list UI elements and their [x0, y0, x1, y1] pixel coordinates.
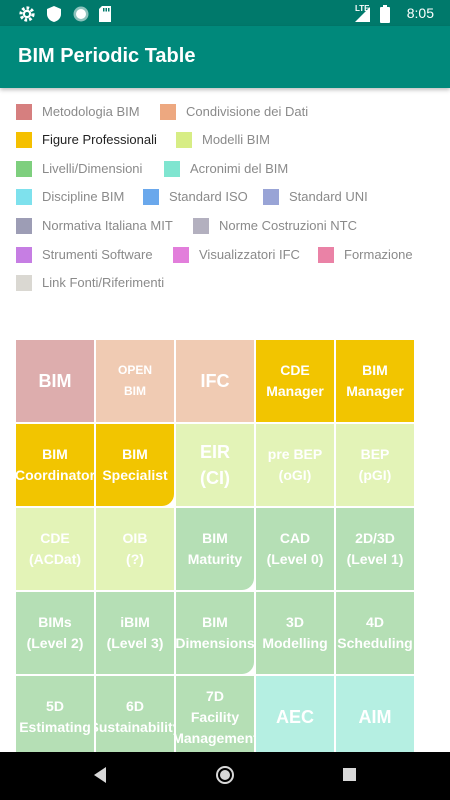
legend-label: Condivisione dei Dati [186, 104, 309, 119]
legend-swatch [263, 189, 279, 205]
element-cell-label: 4D Scheduling [337, 614, 413, 651]
element-cell[interactable]: OIB (?) [96, 508, 174, 590]
battery-icon [380, 5, 390, 23]
element-cell-label: BIM Specialist [102, 446, 168, 483]
signal-icon [355, 7, 370, 22]
legend-label: Standard UNI [289, 189, 368, 204]
element-cell-label: iBIM (Level 3) [106, 614, 164, 651]
element-cell-label: 7D Facility Management [176, 687, 254, 746]
element-cell-label: EIR (CI) [199, 442, 230, 488]
legend-label: Normativa Italiana MIT [42, 218, 173, 233]
legend-swatch [164, 161, 180, 177]
element-cell[interactable]: IFC [176, 340, 254, 422]
legend-label: Modelli BIM [202, 132, 270, 147]
recents-icon[interactable] [342, 767, 357, 782]
element-cell[interactable]: BIM Coordinator [16, 424, 94, 506]
element-cell-label: 2D/3D (Level 1) [346, 530, 404, 567]
legend-label: Livelli/Dimensioni [42, 161, 143, 176]
element-cell[interactable]: 3D Modelling [256, 592, 334, 674]
legend-swatch [16, 189, 32, 205]
legend-label: Metodologia BIM [42, 104, 140, 119]
legend-swatch [16, 218, 32, 234]
element-cell-label: BIMs (Level 2) [26, 614, 84, 651]
element-cell[interactable]: CDE (ACDat) [16, 508, 94, 590]
settings-gear-icon [19, 6, 35, 22]
legend-label: Figure Professionali [42, 132, 157, 147]
sync-circle-icon [73, 6, 89, 22]
legend-swatch [16, 161, 32, 177]
element-cell[interactable]: 7D Facility Management [176, 676, 254, 758]
element-cell[interactable]: BIM Dimensions [176, 592, 254, 674]
element-cell-label: pre BEP (oGI) [267, 446, 323, 483]
element-cell[interactable]: pre BEP (oGI) [256, 424, 334, 506]
element-cell[interactable]: 4D Scheduling [336, 592, 414, 674]
app-title: BIM Periodic Table [18, 45, 196, 67]
element-cell[interactable]: AIM [336, 676, 414, 758]
legend-swatch [160, 104, 176, 120]
legend-label: Visualizzatori IFC [199, 247, 300, 262]
legend-swatch [176, 132, 192, 148]
element-cell[interactable]: CAD (Level 0) [256, 508, 334, 590]
element-cell-label: 3D Modelling [262, 614, 328, 651]
element-cell[interactable]: 5D Estimating [16, 676, 94, 758]
element-cell[interactable]: BIMs (Level 2) [16, 592, 94, 674]
legend-swatch [16, 104, 32, 120]
legend-swatch [173, 247, 189, 263]
element-cell[interactable]: BIM Maturity [176, 508, 254, 590]
element-cell-label: CDE (ACDat) [28, 530, 82, 567]
element-cell-label: CAD (Level 0) [266, 530, 324, 567]
element-cell-label: CDE Manager [266, 362, 324, 399]
element-cell-label: BIM Dimensions [176, 614, 254, 651]
element-cell-label: 6D Sustainability [96, 698, 174, 735]
element-cell-label: BEP (pGI) [358, 446, 392, 483]
legend-label: Formazione [344, 247, 413, 262]
home-icon[interactable] [215, 765, 235, 785]
network-type-label: LTE [355, 4, 370, 13]
element-cell[interactable]: EIR (CI) [176, 424, 254, 506]
legend-label: Discipline BIM [42, 189, 125, 204]
legend-label: Norme Costruzioni NTC [219, 218, 357, 233]
element-cell-label: AIM [358, 707, 392, 727]
legend-swatch [16, 132, 32, 148]
legend-swatch [318, 247, 334, 263]
element-cell-label: BIM Manager [346, 362, 404, 399]
back-icon[interactable] [92, 766, 108, 784]
element-cell-label: OIB (?) [122, 530, 148, 567]
legend-label: Standard ISO [169, 189, 248, 204]
element-cell-label: OPEN BIM [117, 363, 152, 398]
element-cell-label: BIM [38, 371, 72, 391]
element-cell-label: BIM Maturity [187, 530, 243, 567]
navigation-bar [0, 752, 450, 800]
element-cell[interactable]: 6D Sustainability [96, 676, 174, 758]
clock: 8:05 [406, 5, 434, 21]
element-cell[interactable]: BIM Manager [336, 340, 414, 422]
element-cell[interactable]: BIM [16, 340, 94, 422]
status-bar: LTE 8:05 [0, 0, 450, 26]
element-cell-label: 5D Estimating [19, 698, 91, 735]
shield-icon [47, 6, 61, 22]
element-cell-label: AEC [275, 707, 314, 727]
legend-swatch [143, 189, 159, 205]
app-bar: BIM Periodic Table [0, 26, 450, 88]
legend-label: Link Fonti/Riferimenti [42, 275, 165, 290]
element-cell-label: IFC [200, 371, 230, 391]
sd-card-icon [99, 6, 111, 22]
element-cell[interactable]: CDE Manager [256, 340, 334, 422]
element-cell[interactable]: OPEN BIM [96, 340, 174, 422]
legend-swatch [16, 247, 32, 263]
legend-swatch [193, 218, 209, 234]
element-cell[interactable]: BIM Specialist [96, 424, 174, 506]
element-cell[interactable]: AEC [256, 676, 334, 758]
element-cell[interactable]: 2D/3D (Level 1) [336, 508, 414, 590]
legend-label: Strumenti Software [42, 247, 153, 262]
element-cell-label: BIM Coordinator [16, 446, 94, 483]
element-cell[interactable]: iBIM (Level 3) [96, 592, 174, 674]
legend-swatch [16, 275, 32, 291]
legend-label: Acronimi del BIM [190, 161, 289, 176]
element-cell[interactable]: BEP (pGI) [336, 424, 414, 506]
